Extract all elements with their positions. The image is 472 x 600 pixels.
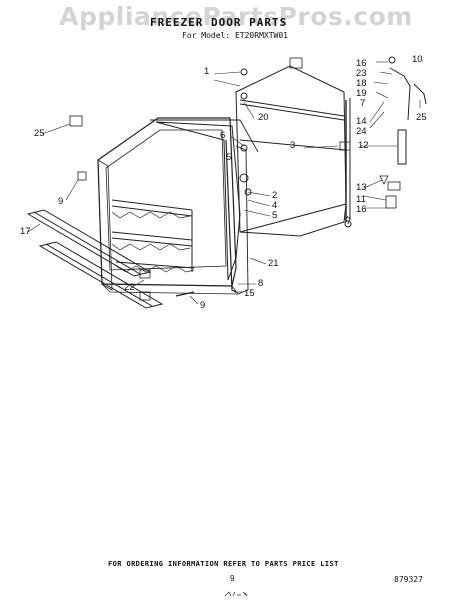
callout-1: 1 — [204, 66, 210, 77]
callout-16a: 16 — [356, 58, 367, 69]
diagram-title: FREEZER DOOR PARTS — [150, 16, 288, 29]
callout-21: 21 — [268, 258, 279, 269]
callout-8: 8 — [258, 278, 264, 289]
side-panel — [235, 65, 351, 237]
handle-parts — [379, 67, 427, 209]
model-line: For Model: ET20RMXTW01 — [182, 31, 288, 40]
callout-12: 12 — [358, 140, 369, 151]
callout-25b: 25 — [416, 112, 427, 123]
callout-17: 17 — [20, 226, 31, 237]
callout-10: 10 — [412, 54, 423, 65]
callout-3: 3 — [290, 140, 296, 151]
callout-22: 22 — [124, 282, 135, 293]
document-number: 879327 — [394, 575, 423, 584]
callout-20: 20 — [258, 112, 269, 123]
callout-11: 11 — [356, 194, 366, 205]
ordering-info-footer: FOR ORDERING INFORMATION REFER TO PARTS … — [108, 560, 339, 568]
handwritten-mark — [224, 590, 250, 600]
trim-strip-lower — [38, 241, 164, 309]
callout-2: 2 — [272, 190, 278, 201]
callout-13: 13 — [356, 182, 367, 193]
callout-5a: 5 — [226, 152, 232, 163]
watermark-text: AppliancePartsPros.com — [59, 2, 413, 31]
callout-15: 15 — [244, 288, 255, 299]
callout-24: 24 — [356, 126, 367, 137]
callout-7a: 7 — [360, 98, 366, 109]
callout-6: 6 — [220, 130, 226, 141]
callout-5b: 5 — [272, 210, 278, 221]
page-number: 9 — [230, 574, 235, 583]
callout-9b: 9 — [200, 300, 206, 311]
door-liner — [97, 117, 239, 295]
callout-25a: 25 — [34, 128, 45, 139]
callout-18: 18 — [356, 78, 367, 89]
trim-strip-upper — [26, 209, 152, 277]
callout-7b: 7 — [346, 216, 352, 227]
leader-lines — [27, 61, 421, 305]
callout-19: 19 — [356, 88, 367, 99]
callout-14: 14 — [356, 116, 367, 127]
callout-9a: 9 — [58, 196, 64, 207]
callout-23: 23 — [356, 68, 367, 79]
callout-16b: 16 — [356, 204, 367, 215]
callout-4: 4 — [272, 200, 278, 211]
hardware — [69, 56, 396, 301]
